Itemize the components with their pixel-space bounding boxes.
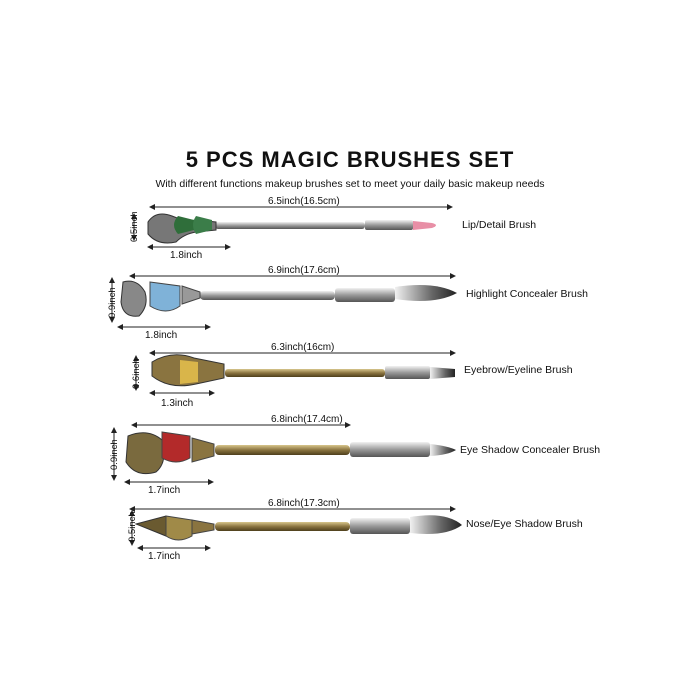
brush-5-length: 6.8inch(17.3cm) <box>268 498 340 509</box>
brush-1-drawing <box>131 204 453 250</box>
page-title: 5 PCS MAGIC BRUSHES SET <box>185 147 515 172</box>
brush-5-name: Nose/Eye Shadow Brush <box>466 518 583 530</box>
brush-4-handle: 1.7inch <box>148 485 181 496</box>
brush-5-height: 0.5inch <box>127 511 138 542</box>
brush-3-height: 0.6inch <box>131 358 142 389</box>
brush-2-name: Highlight Concealer Brush <box>466 288 588 300</box>
brush-4-height: 0.9inch <box>109 439 120 470</box>
brush-5-handle: 1.7inch <box>148 551 181 562</box>
brush-1-name: Lip/Detail Brush <box>462 219 537 231</box>
brush-2-height: 0.9inch <box>107 287 118 318</box>
brush-4-name: Eye Shadow Concealer Brush <box>460 444 601 456</box>
brush-1-height: 0.5inch <box>129 211 140 242</box>
brush-3-name: Eyebrow/Eyeline Brush <box>464 364 573 376</box>
brush-3-length: 6.3inch(16cm) <box>271 342 335 353</box>
brush-1-length: 6.5inch(16.5cm) <box>268 196 340 207</box>
brush-1-handle: 1.8inch <box>170 250 203 261</box>
brush-5-drawing <box>129 506 462 551</box>
brush-3-drawing <box>133 350 456 396</box>
brush-2-drawing <box>109 273 457 330</box>
brush-4-length: 6.8inch(17.4cm) <box>271 414 343 425</box>
brush-4-drawing <box>111 422 456 485</box>
brush-2-length: 6.9inch(17.6cm) <box>268 265 340 276</box>
page-subtitle: With different functions makeup brushes … <box>155 178 545 190</box>
brush-3-handle: 1.3inch <box>161 398 194 409</box>
brush-2-handle: 1.8inch <box>145 330 178 341</box>
